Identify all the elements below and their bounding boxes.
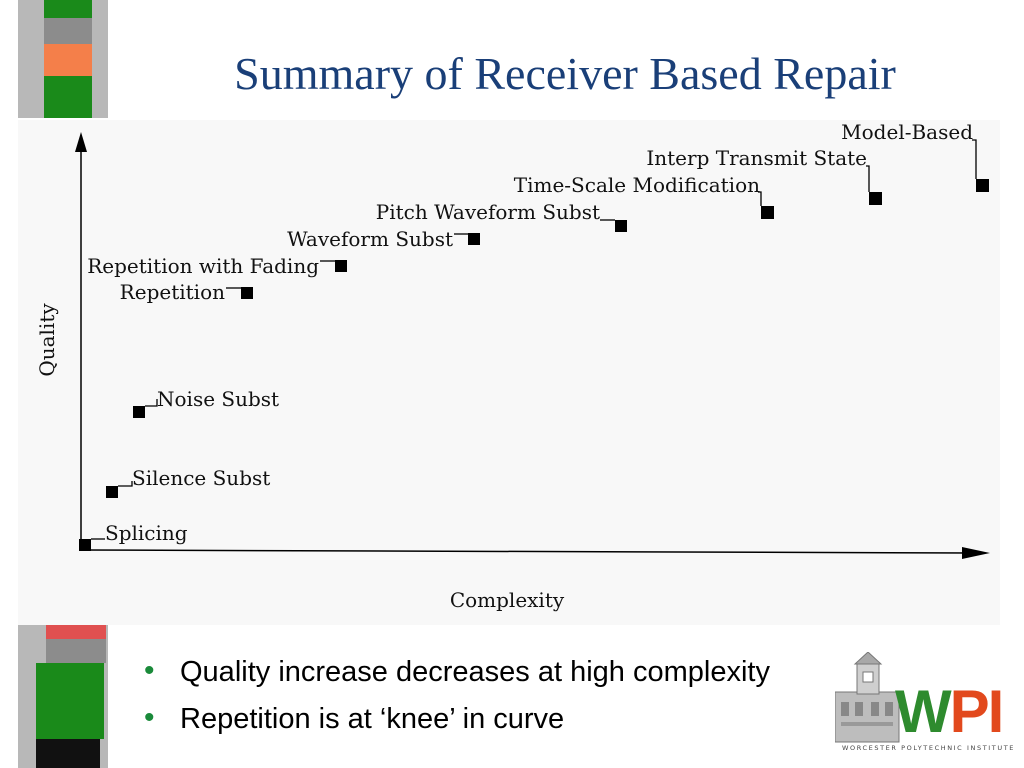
label-waveform-subst: Waveform Subst xyxy=(287,227,453,251)
label-interp-transmit-state: Interp Transmit State xyxy=(646,146,867,170)
wpi-subtitle: WORCESTER POLYTECHNIC INSTITUTE xyxy=(841,744,1015,752)
point-silence-subst xyxy=(106,486,118,498)
decor-bar-top-green xyxy=(44,0,92,18)
quality-complexity-diagram: Quality Complexity Splicing Silence Subs… xyxy=(35,120,990,612)
decor-bar-top-orange xyxy=(44,44,92,76)
point-noise-subst xyxy=(133,406,145,418)
wpi-wordmark: WPI xyxy=(895,682,1004,742)
leader-time-scale-modification xyxy=(758,191,762,206)
leader-noise-subst xyxy=(145,399,158,407)
decor-bar-bottom-black xyxy=(36,739,100,768)
leader-silence-subst xyxy=(118,481,133,487)
wpi-pi: PI xyxy=(949,678,1005,745)
label-repetition-with-fading: Repetition with Fading xyxy=(87,254,319,278)
point-time-scale-modification xyxy=(761,206,774,219)
label-pitch-waveform-subst: Pitch Waveform Subst xyxy=(376,200,600,224)
leader-model-based xyxy=(972,139,977,179)
bullet-icon: • xyxy=(144,701,155,734)
decor-bar-top-gray xyxy=(44,18,92,44)
label-time-scale-modification: Time-Scale Modification xyxy=(514,173,760,197)
y-axis-label: Quality xyxy=(35,303,59,377)
y-axis-arrow xyxy=(75,132,87,152)
point-model-based xyxy=(976,179,989,192)
leader-interp-transmit-state xyxy=(866,165,870,192)
bullet-item: • Repetition is at ‘knee’ in curve xyxy=(142,697,770,744)
point-splicing xyxy=(79,539,91,551)
point-repetition-with-fading xyxy=(335,260,347,272)
bullet-text: Repetition is at ‘knee’ in curve xyxy=(180,703,565,735)
x-axis-arrow xyxy=(962,547,990,559)
label-model-based: Model-Based xyxy=(841,120,973,144)
point-pitch-waveform-subst xyxy=(615,220,627,232)
bullet-item: • Quality increase decreases at high com… xyxy=(142,650,770,697)
label-repetition: Repetition xyxy=(120,280,225,304)
bullet-list: • Quality increase decreases at high com… xyxy=(142,650,770,744)
diagram-panel: Quality Complexity Splicing Silence Subs… xyxy=(18,120,1000,625)
bullet-icon: • xyxy=(144,654,155,687)
decor-bar-bottom xyxy=(18,625,108,768)
label-noise-subst: Noise Subst xyxy=(157,387,279,411)
bullet-text: Quality increase decreases at high compl… xyxy=(180,656,770,688)
wpi-w: W xyxy=(895,678,952,745)
tower-icon xyxy=(835,652,900,743)
point-interp-transmit-state xyxy=(869,192,882,205)
decor-bar-top xyxy=(18,0,108,118)
decor-bar-bottom-green xyxy=(36,663,104,739)
slide-title: Summary of Receiver Based Repair xyxy=(234,48,896,99)
point-repetition xyxy=(241,287,253,299)
x-axis-label: Complexity xyxy=(450,588,565,612)
label-splicing: Splicing xyxy=(105,521,188,545)
point-waveform-subst xyxy=(468,233,480,245)
x-axis-line xyxy=(80,549,974,554)
label-silence-subst: Silence Subst xyxy=(132,466,270,490)
decor-bar-bottom-gray xyxy=(46,639,106,663)
wpi-logo: WPI WORCESTER POLYTECHNIC INSTITUTE xyxy=(835,652,1015,762)
decor-bar-top-green-2 xyxy=(44,76,92,118)
decor-bar-bottom-red xyxy=(46,625,106,639)
